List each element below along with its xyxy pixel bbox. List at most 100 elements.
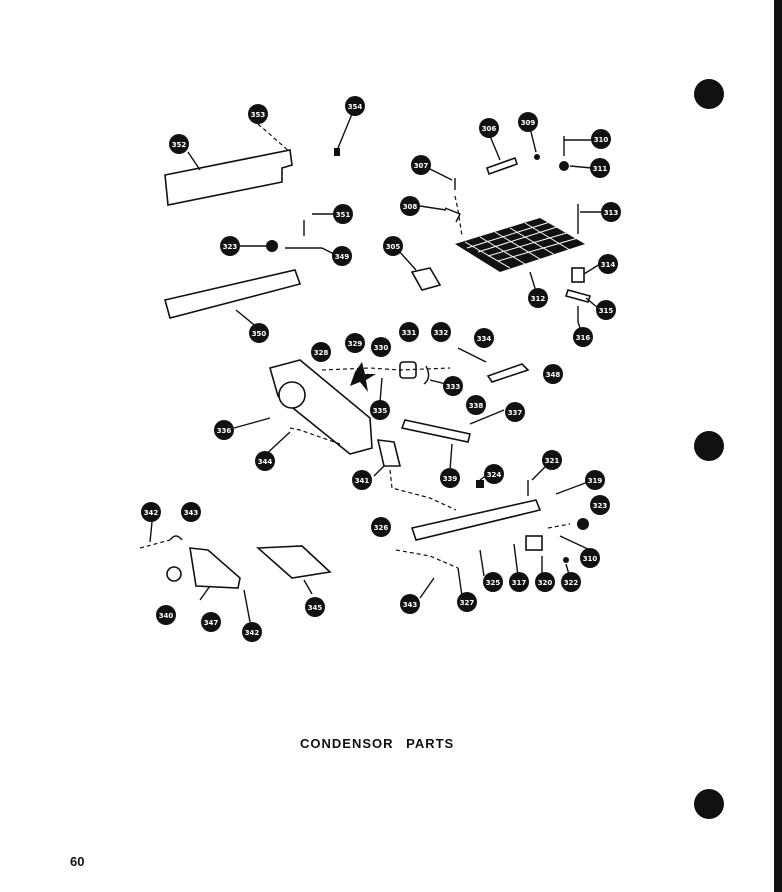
svg-text:325: 325 [486, 579, 501, 587]
svg-text:310: 310 [594, 136, 609, 144]
callout-337: 337 [505, 402, 525, 422]
callout-312: 312 [528, 288, 548, 308]
callout-338: 338 [466, 395, 486, 415]
svg-text:352: 352 [172, 141, 187, 149]
callout-327: 327 [457, 592, 477, 612]
callout-311: 311 [590, 158, 610, 178]
svg-text:326: 326 [374, 524, 389, 532]
svg-text:347: 347 [204, 619, 219, 627]
svg-text:343: 343 [184, 509, 199, 517]
svg-text:343: 343 [403, 601, 418, 609]
svg-text:322: 322 [564, 579, 579, 587]
callout-310: 310 [591, 129, 611, 149]
svg-text:342: 342 [245, 629, 260, 637]
callout-323-lower: 323 [590, 495, 610, 515]
callout-324: 324 [484, 464, 504, 484]
part-315 [564, 289, 592, 303]
part-352-bracket [164, 149, 293, 206]
callout-322: 322 [561, 572, 581, 592]
part-322 [563, 557, 569, 563]
svg-text:310: 310 [583, 555, 598, 563]
svg-text:317: 317 [512, 579, 527, 587]
part-354-clip [334, 148, 340, 156]
part-333 [423, 365, 430, 385]
callout-342-lower: 342 [242, 622, 262, 642]
svg-text:334: 334 [477, 335, 492, 343]
part-347-bracket [189, 547, 241, 589]
callout-317: 317 [509, 572, 529, 592]
callout-349: 349 [332, 246, 352, 266]
callout-351: 351 [333, 204, 353, 224]
svg-text:342: 342 [144, 509, 159, 517]
part-323-cap [577, 518, 589, 530]
callout-329: 329 [345, 333, 365, 353]
diagram-title: CONDENSOR PARTS [300, 736, 455, 751]
callout-341: 341 [352, 470, 372, 490]
svg-text:337: 337 [508, 409, 523, 417]
svg-text:324: 324 [487, 471, 502, 479]
part-329-fan [350, 362, 376, 392]
svg-text:315: 315 [599, 307, 614, 315]
svg-text:341: 341 [355, 477, 370, 485]
svg-text:316: 316 [576, 334, 591, 342]
part-350-rail [164, 269, 302, 319]
callout-323: 323 [220, 236, 240, 256]
callout-320: 320 [535, 572, 555, 592]
callout-315: 315 [596, 300, 616, 320]
svg-text:345: 345 [308, 604, 323, 612]
svg-text:350: 350 [252, 330, 267, 338]
part-308 [444, 207, 461, 223]
callout-339: 339 [440, 468, 460, 488]
callout-321: 321 [542, 450, 562, 470]
callout-350: 350 [249, 323, 269, 343]
binder-hole-top [694, 79, 724, 109]
part-340 [169, 535, 183, 541]
part-314-mount [571, 267, 585, 283]
callout-343-lower: 343 [400, 594, 420, 614]
svg-text:351: 351 [336, 211, 351, 219]
part-drawings [164, 136, 592, 589]
binder-hole-bottom [694, 789, 724, 819]
callout-328: 328 [311, 342, 331, 362]
svg-text:328: 328 [314, 349, 329, 357]
svg-text:329: 329 [348, 340, 363, 348]
svg-text:306: 306 [482, 125, 497, 133]
svg-text:354: 354 [348, 103, 363, 111]
part-324 [476, 480, 484, 488]
svg-text:344: 344 [258, 458, 273, 466]
svg-text:314: 314 [601, 261, 616, 269]
svg-text:321: 321 [545, 457, 560, 465]
svg-text:320: 320 [538, 579, 553, 587]
callout-352: 352 [169, 134, 189, 154]
callout-344: 344 [255, 451, 275, 471]
callout-313: 313 [601, 202, 621, 222]
svg-text:305: 305 [386, 243, 401, 251]
callout-336: 336 [214, 420, 234, 440]
callout-310-lower: 310 [580, 548, 600, 568]
part-341-bracket [376, 439, 402, 467]
callout-348: 348 [543, 364, 563, 384]
callout-309: 309 [518, 112, 538, 132]
part-312-condenser [455, 218, 585, 272]
part-348 [486, 363, 530, 383]
callout-353: 353 [248, 104, 268, 124]
svg-text:323: 323 [593, 502, 608, 510]
svg-text:331: 331 [402, 329, 417, 337]
page-edge [774, 0, 782, 892]
callout-330: 330 [371, 337, 391, 357]
page-number: 60 [70, 854, 85, 869]
callout-335: 335 [370, 400, 390, 420]
svg-text:307: 307 [414, 162, 429, 170]
svg-text:333: 333 [446, 383, 461, 391]
part-336-opening [278, 381, 306, 409]
callout-307: 307 [411, 155, 431, 175]
svg-text:330: 330 [374, 344, 389, 352]
part-346-grommet [166, 566, 182, 582]
svg-text:349: 349 [335, 253, 350, 261]
part-306-rod [485, 156, 519, 176]
callout-354: 354 [345, 96, 365, 116]
svg-text:332: 332 [434, 329, 449, 337]
svg-text:323: 323 [223, 243, 238, 251]
callout-325: 325 [483, 572, 503, 592]
